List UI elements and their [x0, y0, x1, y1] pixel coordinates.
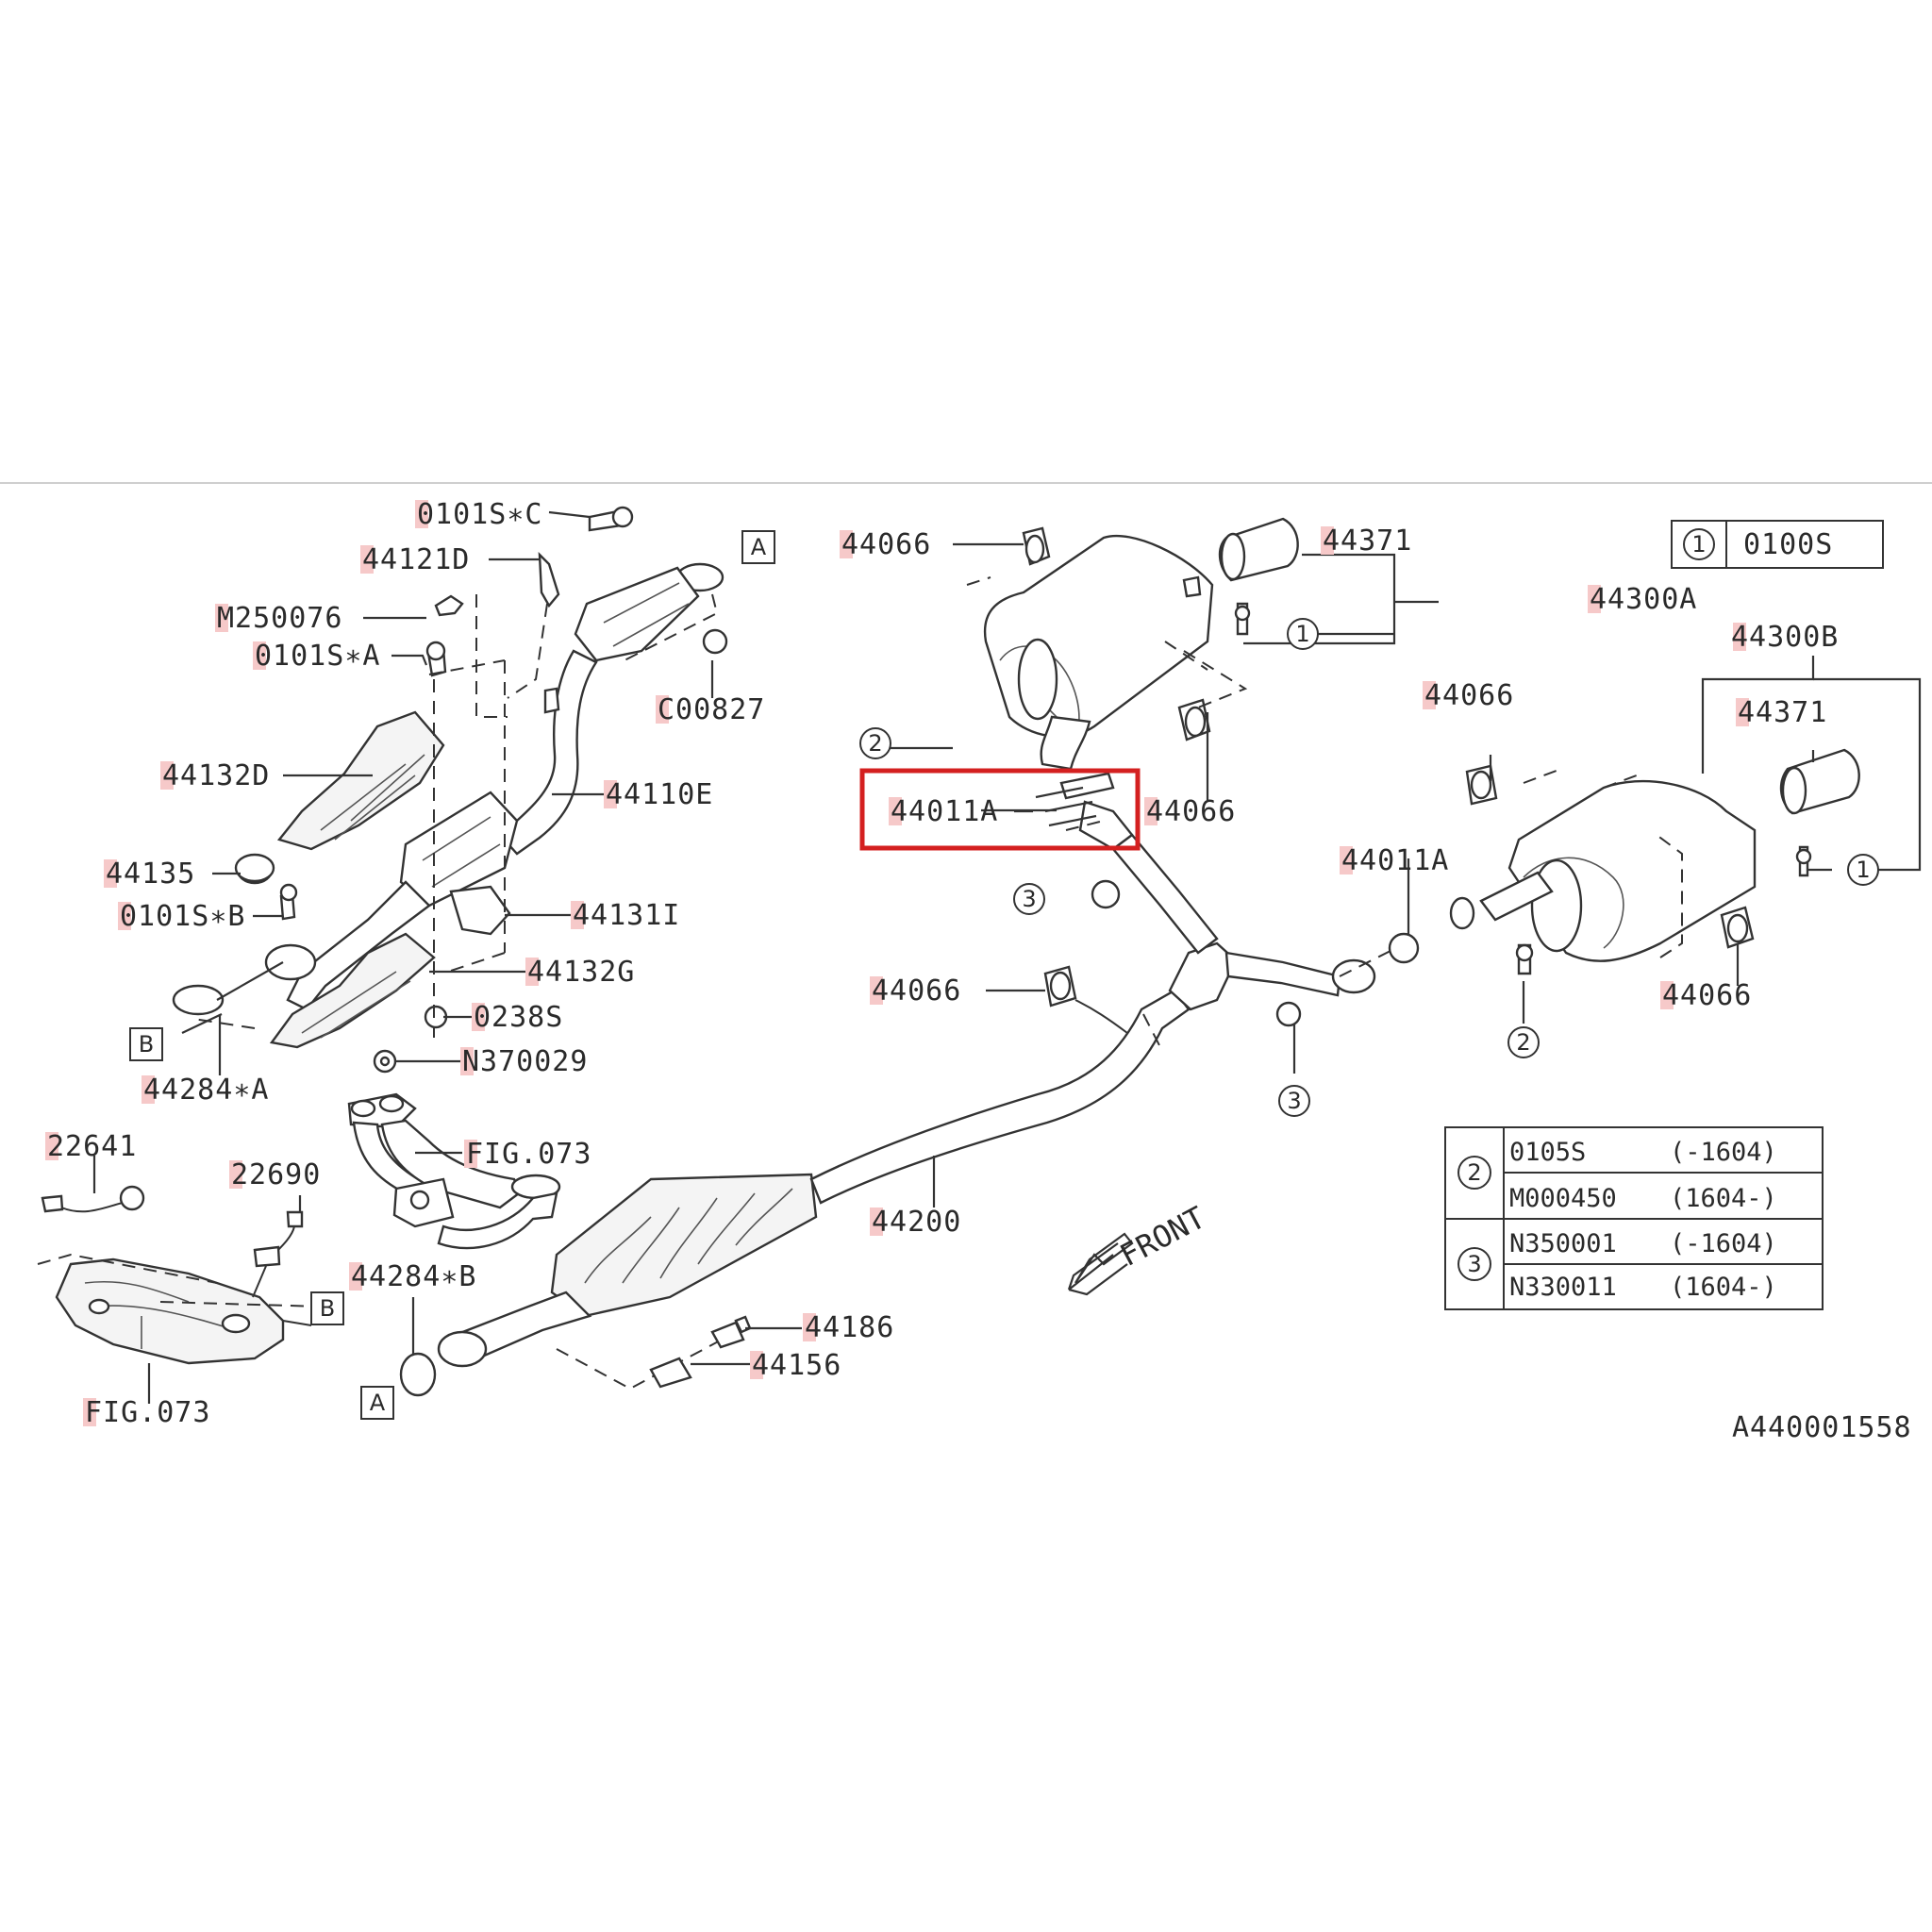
ref-b-box-left — [129, 1027, 163, 1061]
label-44110e: 44110E — [606, 778, 713, 811]
legend-row-part: 0105S — [1509, 1138, 1586, 1167]
label-44156: 44156 — [752, 1349, 841, 1382]
ref-a-box-top — [741, 530, 775, 564]
circle-ref-1-b: 1 — [1856, 857, 1870, 883]
ref-a-letter-lower: A — [370, 1390, 386, 1416]
label-44011a: 44011A — [1341, 844, 1449, 877]
circled-references: 2 3 1 1 2 3 — [859, 618, 1879, 1117]
legend-one-part: 0100S — [1743, 528, 1833, 561]
legend-one: 1 0100S — [1671, 520, 1884, 569]
exhaust-manifold-upper-drawing — [347, 1092, 561, 1250]
legend-row-range: (-1604) — [1670, 1229, 1777, 1258]
label-44066-b: 44066 — [1424, 679, 1514, 712]
label-fig073-lower: FIG.073 — [85, 1396, 210, 1429]
label-44135: 44135 — [106, 858, 195, 891]
label-44300a: 44300A — [1590, 583, 1697, 616]
legend-table: 2 3 0105S (-1604) M000450 (1604-) N35000… — [1444, 1126, 1824, 1310]
label-44186: 44186 — [805, 1311, 894, 1344]
label-c00827: C00827 — [658, 693, 765, 726]
label-44066-e: 44066 — [1662, 979, 1752, 1012]
left-hardware-drawing — [234, 506, 728, 1074]
label-44200: 44200 — [872, 1206, 961, 1239]
label-44121d: 44121D — [362, 543, 470, 576]
label-44300b: 44300B — [1731, 621, 1839, 654]
label-m250076: M250076 — [217, 602, 342, 635]
label-44371-a: 44371 — [1323, 525, 1412, 558]
center-pipe-drawing — [399, 772, 1420, 1397]
rear-muffler-upper-drawing — [966, 517, 1299, 831]
legend-group-3: 3 — [1467, 1251, 1481, 1277]
label-44066-d: 44066 — [872, 974, 961, 1008]
legend-one-number: 1 — [1691, 531, 1706, 558]
ref-a-box-lower — [360, 1386, 394, 1420]
rubber-hangers-drawing — [1022, 526, 1755, 1034]
ref-b-letter-left: B — [139, 1031, 154, 1058]
label-44284-b: 44284∗B — [351, 1260, 476, 1293]
exhaust-manifold-lower-drawing — [37, 1185, 322, 1365]
ref-b-box-lower — [310, 1291, 344, 1325]
legend-row-range: (1604-) — [1670, 1273, 1777, 1302]
legend-row-part: M000450 — [1509, 1184, 1617, 1213]
label-44371-b: 44371 — [1738, 696, 1827, 729]
label-44066-c: 44066 — [1146, 795, 1236, 828]
legend-row-part: N350001 — [1509, 1229, 1617, 1258]
label-44131i: 44131I — [573, 899, 680, 932]
label-44284-a: 44284∗A — [143, 1074, 269, 1107]
part-labels: 0101S∗C 44121D M250076 0101S∗A C00827 44… — [47, 498, 1912, 1444]
label-44132d: 44132D — [162, 759, 270, 792]
highlight-44011a-box — [859, 768, 1141, 851]
circle-ref-2-b: 2 — [1516, 1029, 1530, 1056]
legend-group-2: 2 — [1467, 1159, 1481, 1186]
label-fig073-upper: FIG.073 — [466, 1138, 591, 1171]
label-44132g: 44132G — [527, 956, 635, 989]
front-label: FRONT — [1114, 1199, 1211, 1274]
label-44066-a: 44066 — [841, 528, 931, 561]
diagram-id: A440001558 — [1732, 1411, 1912, 1444]
front-direction-indicator: FRONT — [1067, 1199, 1211, 1296]
legend-row-part: N330011 — [1509, 1273, 1617, 1302]
label-0101s-a: 0101S∗A — [255, 640, 380, 673]
ref-a-letter-top: A — [751, 534, 767, 560]
label-44011a-highlighted: 44011A — [891, 795, 998, 828]
label-0238s: 0238S — [474, 1001, 563, 1034]
legend-row-range: (-1604) — [1670, 1138, 1777, 1167]
reference-letter-boxes: A B B A — [129, 530, 775, 1420]
rear-muffler-lower-drawing — [1449, 748, 1860, 975]
sensor-drawing — [649, 1315, 752, 1389]
circle-ref-2-a: 2 — [868, 730, 882, 757]
heat-shields-drawing — [269, 687, 560, 1049]
label-n370029: N370029 — [462, 1045, 588, 1078]
circle-ref-3-b: 3 — [1287, 1088, 1301, 1114]
label-22690: 22690 — [231, 1158, 321, 1191]
circle-ref-1-a: 1 — [1295, 621, 1309, 647]
label-0101s-c: 0101S∗C — [417, 498, 542, 531]
circle-ref-3-a: 3 — [1022, 886, 1036, 912]
left-dashed-guides — [192, 593, 719, 1038]
label-22641: 22641 — [47, 1130, 137, 1163]
legend-row-range: (1604-) — [1670, 1184, 1777, 1213]
label-0101s-b: 0101S∗B — [120, 900, 245, 933]
ref-b-letter-lower: B — [320, 1295, 335, 1322]
